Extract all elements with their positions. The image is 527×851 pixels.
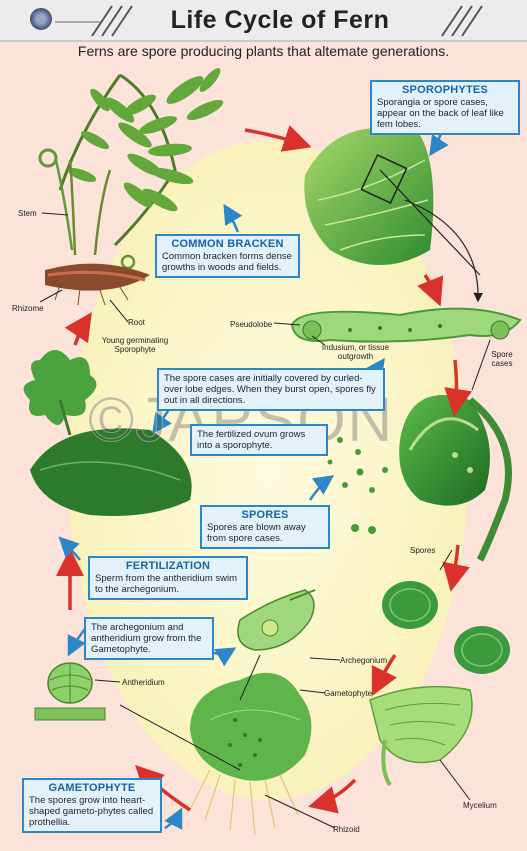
- fertilization-heading: FERTILIZATION: [95, 561, 241, 572]
- label-gametophyte: Gametophyte: [324, 689, 372, 698]
- common-bracken-heading: COMMON BRACKEN: [162, 239, 293, 250]
- mycelium: [370, 687, 472, 785]
- sporophytes-text: Sporangia or spore cases, appear on the …: [377, 97, 504, 130]
- common-bracken-text: Common bracken forms dense growths in wo…: [162, 251, 292, 273]
- fertilization-box: FERTILIZATION Sperm from the antheridium…: [88, 556, 248, 600]
- spore-cases-box: The spore cases are initially covered by…: [157, 368, 385, 411]
- pseudolobe-cross-section: [292, 309, 520, 342]
- gametophyte-prothallus: [190, 673, 311, 835]
- gametophyte-box: GAMETOPHYTE The spores grow into heart-s…: [22, 778, 162, 833]
- gametophyte-text: The spores grow into heart-shaped gameto…: [29, 795, 153, 828]
- fertilization-text: Sperm from the antheridium swim to the a…: [95, 573, 237, 595]
- zygote-box: The fertilized ovum grows into a sporoph…: [190, 424, 328, 456]
- sporophytes-box: SPOROPHYTES Sporangia or spore cases, ap…: [370, 80, 520, 135]
- label-mycelium: Mycelium: [463, 801, 497, 810]
- gametophyte-heading: GAMETOPHYTE: [29, 783, 155, 794]
- label-stem: Stem: [18, 209, 37, 218]
- archegonium-antheridium-text: The archegonium and antheridium grow fro…: [91, 622, 201, 655]
- label-rhizome: Rhizome: [12, 304, 44, 313]
- label-rhizoid: Rhizoid: [333, 825, 360, 834]
- spores-text: Spores are blown away from spore cases.: [207, 522, 306, 544]
- spores-heading: SPORES: [207, 510, 323, 521]
- label-root: Root: [128, 318, 145, 327]
- spore-cases-text: The spore cases are initially covered by…: [164, 373, 376, 406]
- sporophytes-heading: SPOROPHYTES: [377, 85, 513, 96]
- label-spores: Spores: [410, 546, 435, 555]
- label-pseudolobe: Pseudolobe: [230, 320, 272, 329]
- common-bracken-box: COMMON BRACKEN Common bracken forms dens…: [155, 234, 300, 278]
- antheridium: [35, 663, 105, 720]
- label-archegonium: Archegonium: [340, 656, 387, 665]
- archegonium-antheridium-box: The archegonium and antheridium grow fro…: [84, 617, 214, 660]
- spores-box: SPORES Spores are blown away from spore …: [200, 505, 330, 549]
- label-young-sporophyte: Young germinating Sporophyte: [100, 336, 170, 354]
- zygote-text: The fertilized ovum grows into a sporoph…: [197, 429, 305, 451]
- label-antheridium: Antheridium: [122, 678, 165, 687]
- label-indusium: Indusium, or tissue outgrowth: [318, 343, 393, 361]
- label-spore-cases: Spore cases: [486, 350, 518, 368]
